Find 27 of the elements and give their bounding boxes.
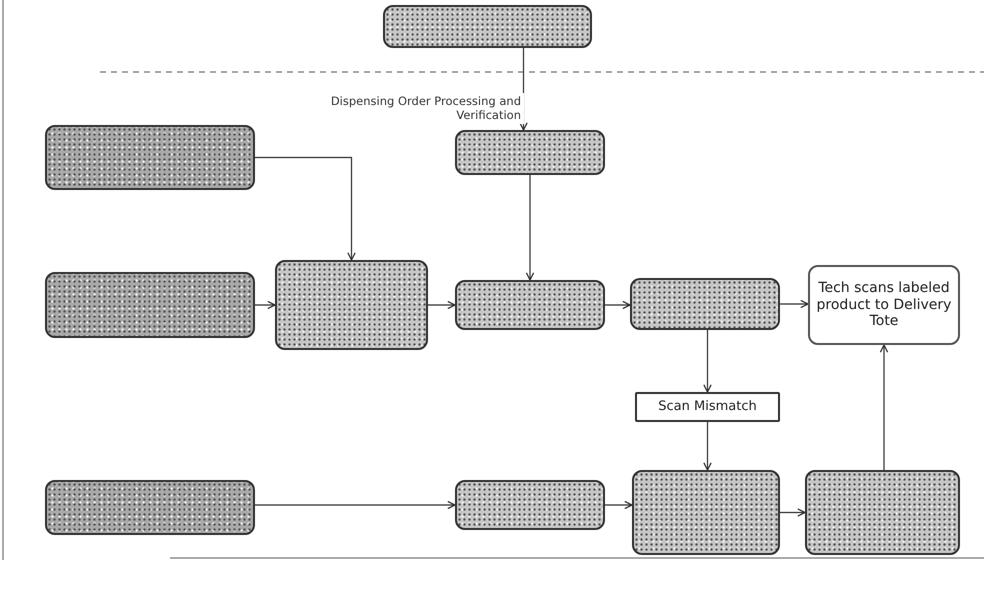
process-box [455,130,605,175]
process-box [45,272,255,338]
arrow [255,500,456,510]
process-box [630,278,780,330]
process-box [635,392,780,422]
arrow [780,508,806,517]
arrow [780,300,809,308]
process-box [275,260,428,350]
arrow [880,344,888,470]
arrow [703,330,712,393]
arrow [526,175,534,281]
process-box [805,470,960,555]
process-box [383,5,592,48]
arrow [703,422,712,471]
arrow [255,156,356,261]
node-text: Scan Mismatch [657,398,758,416]
process-box [632,470,780,555]
arrow [605,500,633,510]
process-box [808,265,960,345]
process-box [45,480,255,535]
node-text: Tech scans labeled product to Delivery Tote [816,278,952,332]
arrow [428,300,456,310]
process-box [455,280,605,330]
arrow [255,300,276,310]
process-box [45,125,255,190]
arrow [605,300,631,310]
process-box [455,480,605,530]
